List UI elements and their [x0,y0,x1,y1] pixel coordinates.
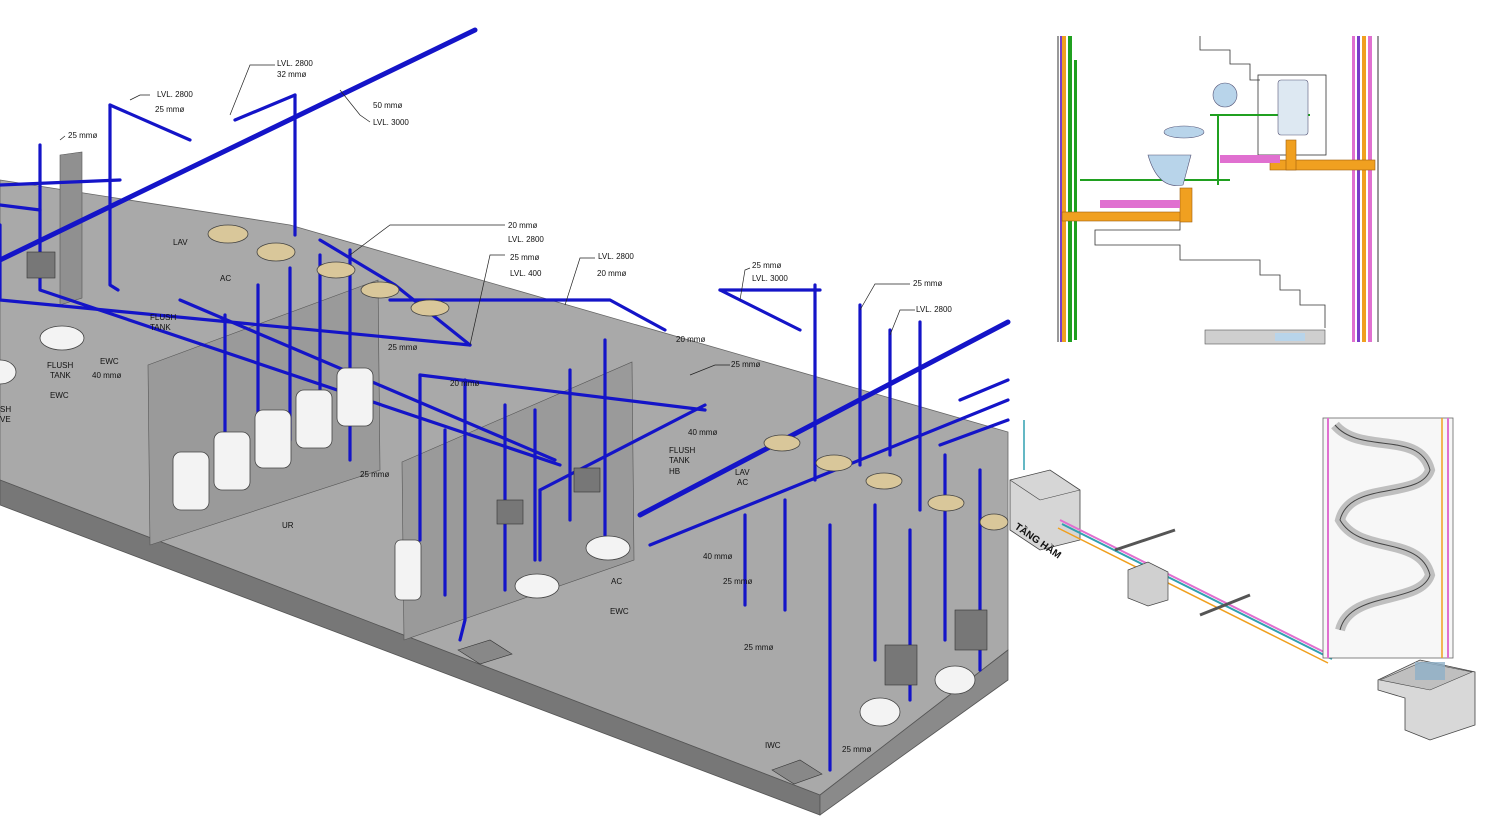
label-ewc-a: EWC [100,357,119,366]
label-d25-j: 25 mmø [744,643,773,652]
label-d25-h: 25 mmø [360,470,389,479]
label-flush-tank-b-1: FLUSH [47,361,73,370]
label-d25-i: 25 mmø [723,577,752,586]
label-d25-a: 25 mmø [155,105,184,114]
label-d25-d: 25 mmø [752,261,781,270]
label-d25-k: 25 mmø [842,745,871,754]
label-d25-e: 25 mmø [913,279,942,288]
label-d25-c: 25 mmø [510,253,539,262]
label-d25-f: 25 mmø [388,343,417,352]
label-lav-a: LAV [173,238,188,247]
label-flush-tank-c-1: FLUSH [669,446,695,455]
label-d20-c: 20 mmø [676,335,705,344]
water-closet-icon [0,325,976,727]
label-lvl2800-a: LVL. 2800 [277,59,313,68]
label-flush-tank-c-2: TANK [669,456,690,465]
label-d40-b: 40 mmø [688,428,717,437]
label-d25-b: 25 mmø [68,131,97,140]
label-d20-b: 20 mmø [597,269,626,278]
label-flush-tank-a-2: TANK [150,323,171,332]
label-d40-a: 40 mmø [92,371,121,380]
label-ac-c: AC [611,577,622,586]
label-flush-tank-b-2: TANK [50,371,71,380]
lavatory-icon [207,224,1009,531]
label-ac-b: AC [737,478,748,487]
label-hb: HB [669,467,680,476]
floor-drain-icon [457,639,823,785]
label-d25-g: 25 mmø [731,360,760,369]
label-ur: UR [282,521,294,530]
pipe-labels: LVL. 2800 32 mmø 50 mmø LVL. 3000 LVL. 2… [0,59,952,754]
leader-lines [59,64,915,376]
label-lvl3000-b: LVL. 3000 [752,274,788,283]
urinal-icon [172,367,422,601]
label-ve: VE [0,415,11,424]
main-isometric-view: LVL. 2800 32 mmø 50 mmø LVL. 3000 LVL. 2… [0,27,1011,816]
label-ewc-c: EWC [610,607,629,616]
label-d50: 50 mmø [373,101,402,110]
label-ac-a: AC [220,274,231,283]
label-lvl2800-b: LVL. 2800 [157,90,193,99]
label-sh: SH [0,405,11,414]
label-lav-b: LAV [735,468,750,477]
section-view [1057,36,1379,345]
partition-wall-left [59,151,83,306]
label-lvl2800-c: LVL. 2800 [508,235,544,244]
label-iwc: IWC [765,741,781,750]
flush-tank-icon [26,251,988,686]
label-d40-c: 40 mmø [703,552,732,561]
label-lvl2800-d: LVL. 2800 [598,252,634,261]
label-d20-a: 20 mmø [508,221,537,230]
label-lvl400: LVL. 400 [510,269,542,278]
label-d32: 32 mmø [277,70,306,79]
label-lvl3000-a: LVL. 3000 [373,118,409,127]
basement-3d-view: TẦNG HẦM [1009,417,1476,741]
label-flush-tank-a-1: FLUSH [150,313,176,322]
label-lvl2800-e: LVL. 2800 [916,305,952,314]
label-ewc-b: EWC [50,391,69,400]
label-d20-d: 20 mmø [450,379,479,388]
